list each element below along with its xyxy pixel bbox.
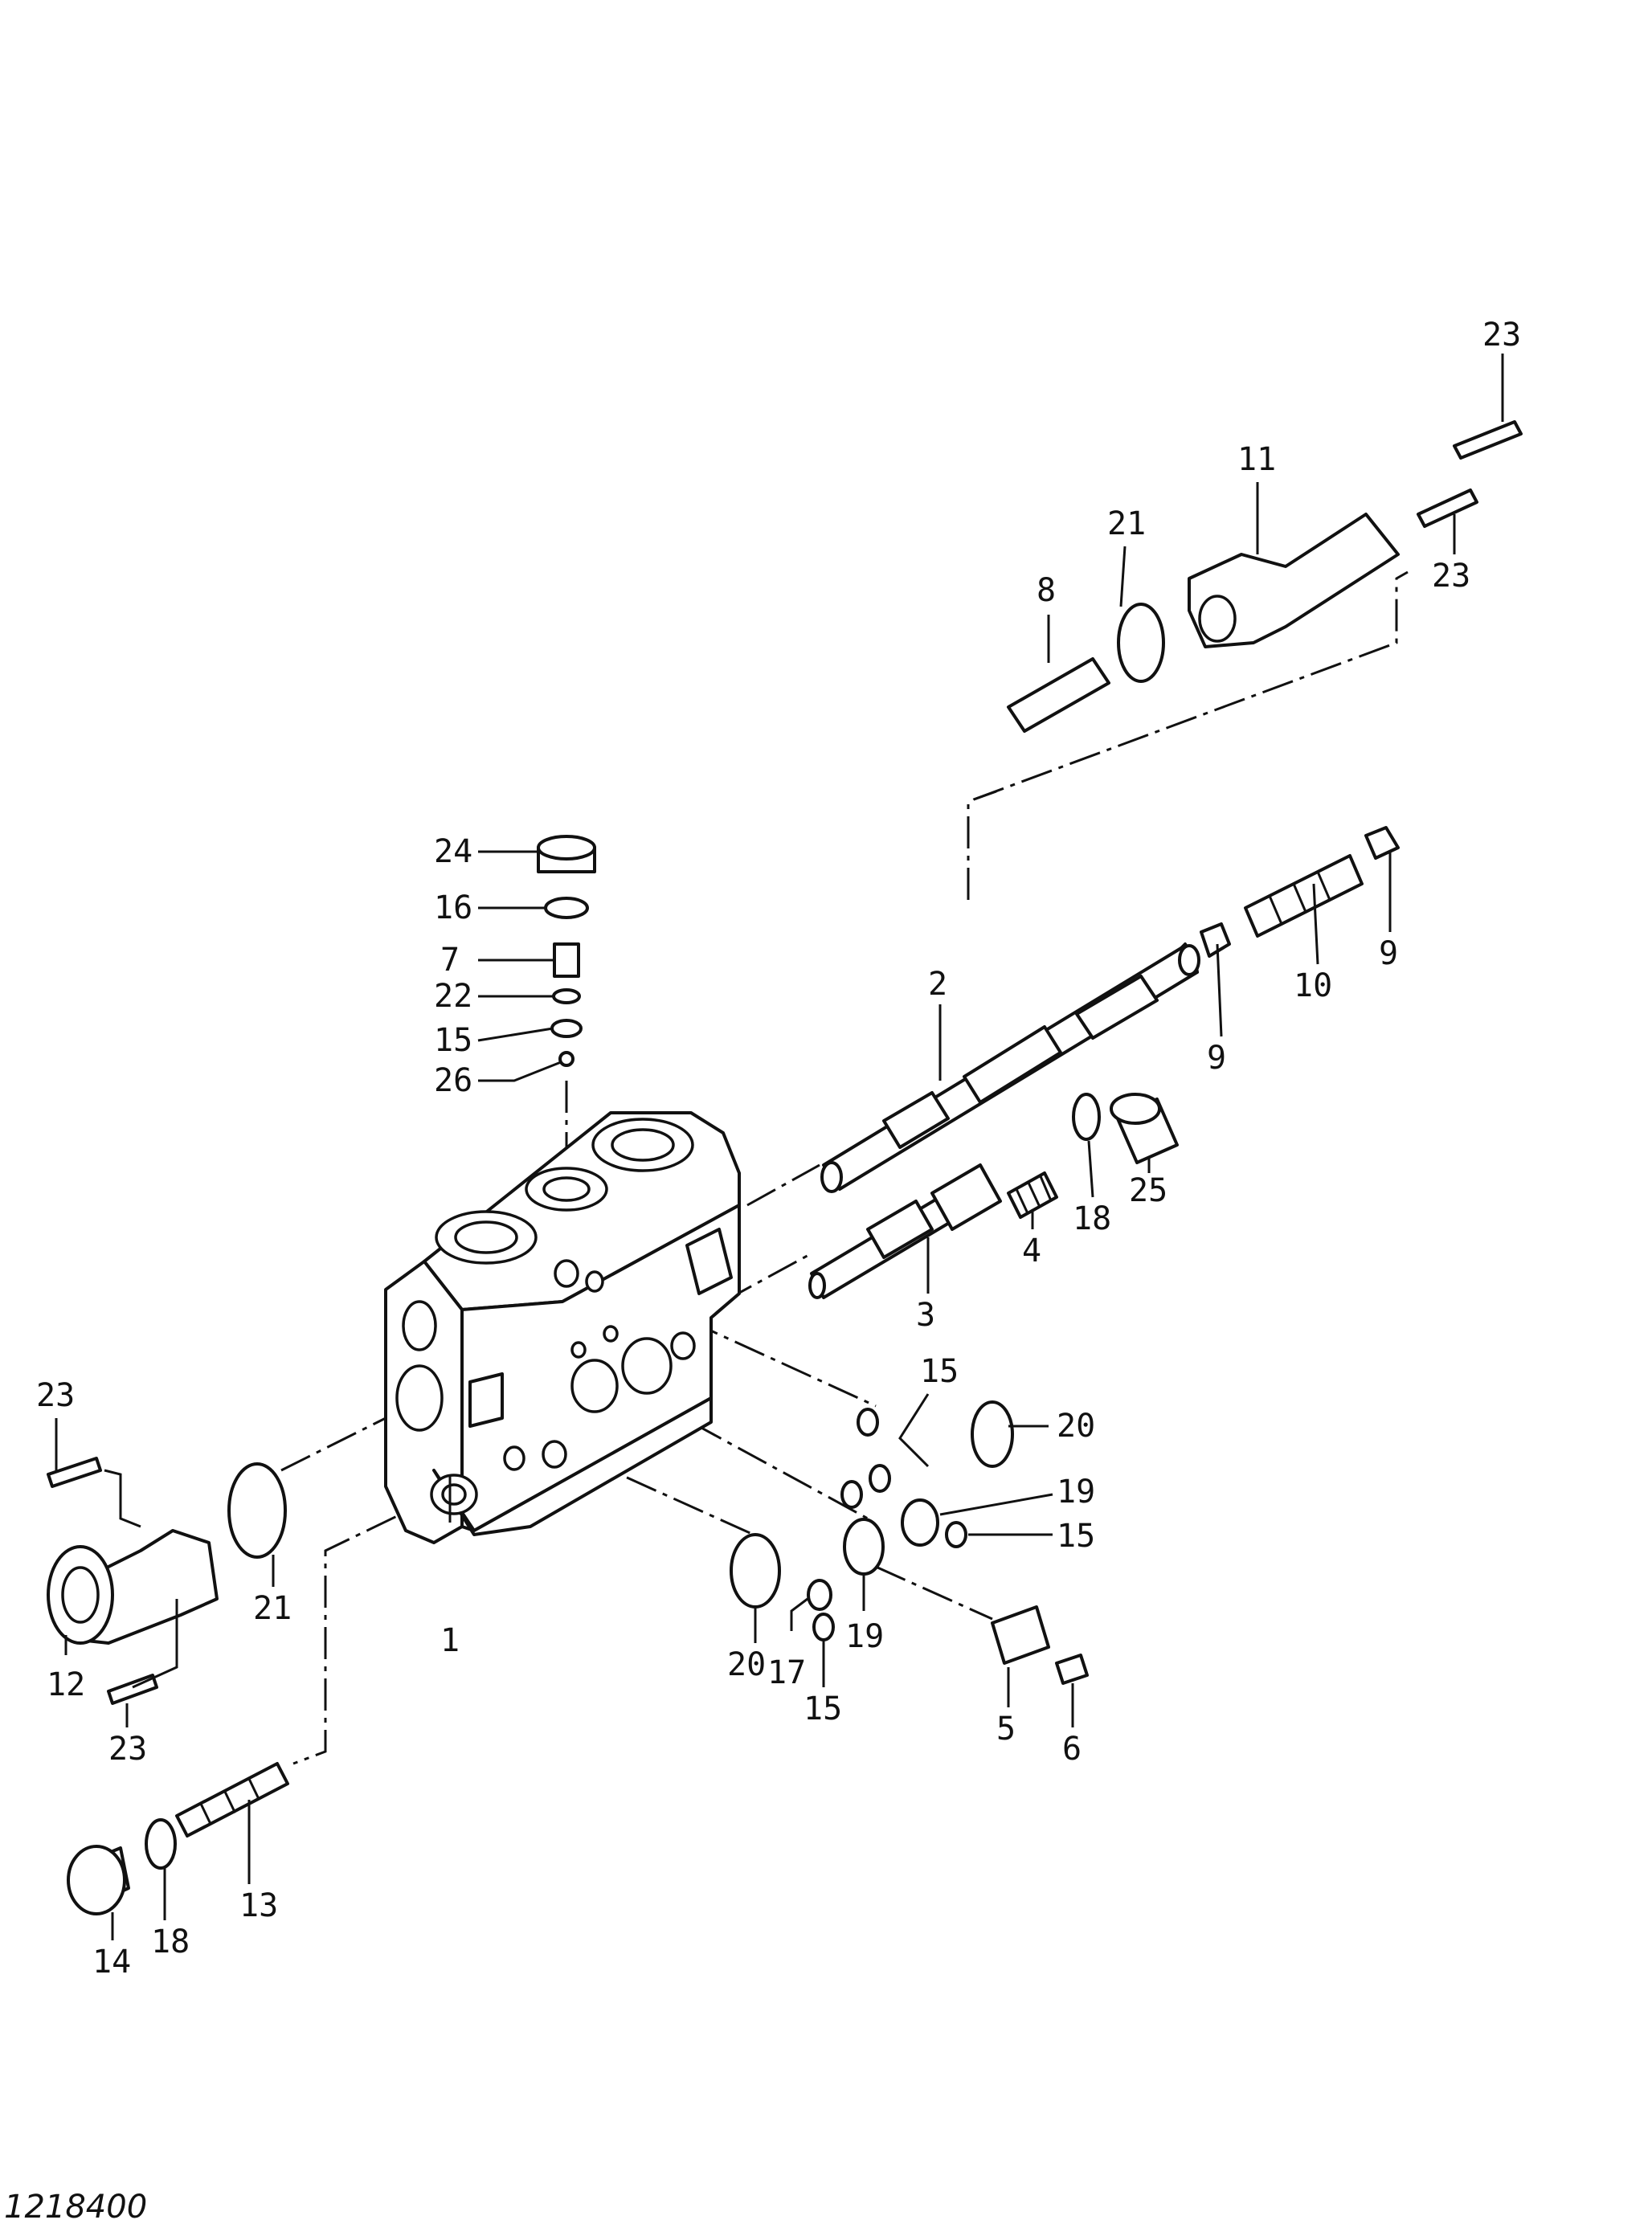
callout-23-top: 23 [1482, 317, 1521, 354]
callout-15-bottom: 15 [804, 1690, 842, 1727]
callout-9-left: 9 [1207, 1040, 1226, 1077]
spring-small [1007, 1171, 1058, 1219]
callout-15-right: 15 [1057, 1518, 1095, 1555]
callout-23-left-bottom: 23 [108, 1731, 147, 1768]
callout-6: 6 [1062, 1731, 1082, 1768]
callout-11: 11 [1237, 441, 1276, 478]
callout-23-left-top: 23 [36, 1377, 75, 1414]
callout-12: 12 [47, 1666, 85, 1703]
figure-id: 1218400 [4, 2189, 147, 2226]
callout-18-right: 18 [1073, 1200, 1111, 1237]
callout-21-left: 21 [253, 1590, 292, 1627]
callout-18-left: 18 [151, 1923, 190, 1960]
callout-14: 14 [92, 1944, 131, 1981]
callout-16: 16 [434, 889, 472, 926]
callout-22: 22 [434, 978, 472, 1015]
spring-retainer-assembly [1200, 826, 1400, 958]
callout-20-bottom: 20 [727, 1646, 766, 1683]
callout-25: 25 [1129, 1172, 1167, 1209]
leader-lines [55, 354, 1504, 1940]
callout-15-top: 15 [920, 1353, 959, 1390]
callout-19-bottom: 19 [845, 1618, 884, 1655]
callout-23-right: 23 [1432, 558, 1470, 595]
callout-2: 2 [928, 966, 947, 1003]
callout-7: 7 [440, 942, 460, 979]
valve-body [384, 1111, 741, 1544]
callout-9-right: 9 [1379, 935, 1398, 972]
callout-24: 24 [434, 833, 472, 870]
callout-labels: 1 2 3 4 5 6 7 8 9 9 10 11 12 13 14 15 15… [36, 317, 1521, 1981]
main-spool [820, 942, 1200, 1193]
top-plug-stack [537, 835, 596, 1067]
callout-1: 1 [440, 1622, 460, 1659]
o-ring-18-right [1072, 1093, 1101, 1141]
callout-5: 5 [996, 1711, 1016, 1748]
upper-cover-assembly [1007, 420, 1523, 733]
callout-13: 13 [239, 1887, 278, 1924]
callout-21-top: 21 [1107, 505, 1146, 542]
secondary-spool [808, 1163, 1002, 1299]
callout-17: 17 [767, 1654, 806, 1691]
lower-seals-and-plugs [730, 1400, 1089, 1685]
plug-25 [1110, 1093, 1179, 1164]
callout-8: 8 [1037, 572, 1056, 609]
callout-19-right: 19 [1057, 1474, 1095, 1511]
callout-3: 3 [916, 1297, 935, 1334]
callout-26: 26 [434, 1062, 472, 1099]
callout-15-stack: 15 [434, 1022, 472, 1059]
callout-4: 4 [1022, 1233, 1041, 1269]
callout-10: 10 [1294, 967, 1332, 1004]
callout-20-right: 20 [1057, 1408, 1095, 1445]
